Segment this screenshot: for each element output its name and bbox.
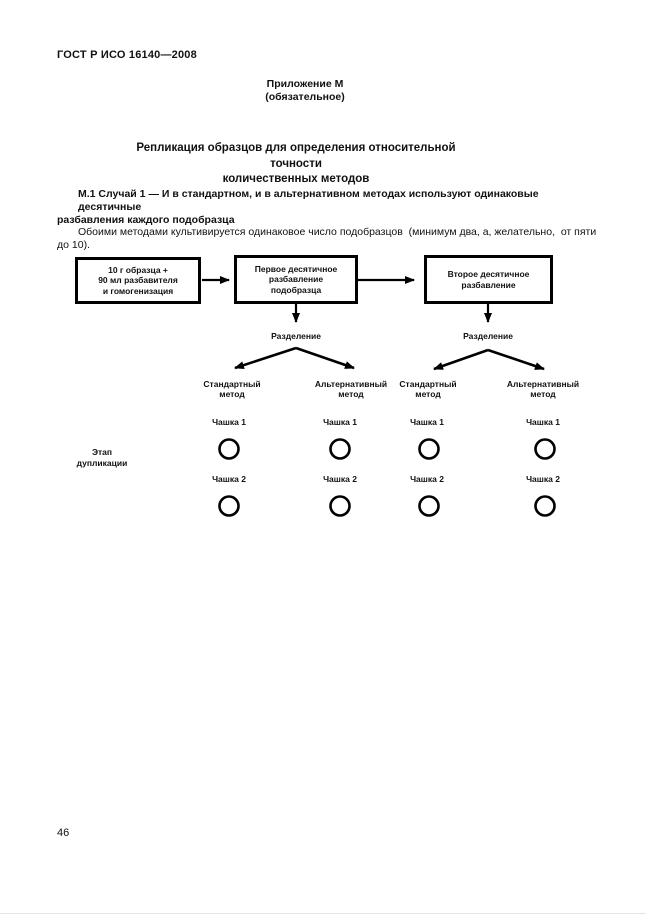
arrow-split1-to-alternative bbox=[295, 346, 355, 370]
plate1-label: Чашка 1 bbox=[212, 417, 246, 427]
doc-number: ГОСТ Р ИСО 16140—2008 bbox=[57, 49, 197, 61]
first-dilution-box: Первое десятичное разбавление подобразца bbox=[234, 255, 358, 304]
petri-dish-icon bbox=[534, 438, 556, 460]
petri-dish-icon bbox=[218, 438, 240, 460]
appendix-title: Приложение М bbox=[266, 78, 344, 90]
petri-dish-icon bbox=[418, 495, 440, 517]
arrow-split2-to-standard bbox=[433, 348, 489, 371]
split-label-1: Разделение bbox=[271, 331, 321, 341]
method-label-standard-2: Стандартный метод bbox=[399, 379, 457, 399]
method-label-alternative-2: Альтернативный метод bbox=[506, 379, 580, 399]
paragraph-m1: М.1 Случай 1 — И в стандартном, и в альт… bbox=[57, 188, 602, 252]
plate2-label: Чашка 2 bbox=[212, 474, 246, 484]
paragraph-m1-heading-line: М.1 Случай 1 — И в стандартном, и в альт… bbox=[78, 188, 542, 213]
petri-dish-icon bbox=[534, 495, 556, 517]
petri-dish-icon bbox=[329, 495, 351, 517]
plate1-label: Чашка 1 bbox=[323, 417, 357, 427]
method-label-alternative-1: Альтернативный метод bbox=[314, 379, 388, 399]
section-title: Репликация образцов для определения отно… bbox=[136, 142, 456, 185]
petri-dish-icon bbox=[418, 438, 440, 460]
duplication-stage-label: Этап дупликации bbox=[76, 447, 128, 468]
plate1-label: Чашка 1 bbox=[526, 417, 560, 427]
paragraph-body-line: Обоими методами культивируется одинаково… bbox=[78, 226, 597, 239]
arrow-split2-to-alternative bbox=[487, 348, 545, 371]
method-label-standard-1: Стандартный метод bbox=[203, 379, 261, 399]
second-dilution-box: Второе десятичное разбавление bbox=[424, 255, 553, 304]
appendix-heading: Приложение М (обязательное) bbox=[265, 78, 345, 104]
paragraph-m1-heading-line: разбавления каждого подобразца bbox=[57, 213, 235, 226]
paragraph-body-line: до 10). bbox=[57, 239, 90, 252]
plate2-label: Чашка 2 bbox=[526, 474, 560, 484]
petri-dish-icon bbox=[218, 495, 240, 517]
petri-dish-icon bbox=[329, 438, 351, 460]
sample-box: 10 г образца + 90 мл разбавителя и гомог… bbox=[75, 257, 201, 304]
page-number: 46 bbox=[57, 827, 70, 839]
plate1-label: Чашка 1 bbox=[410, 417, 444, 427]
plate2-label: Чашка 2 bbox=[410, 474, 444, 484]
appendix-subtitle: (обязательное) bbox=[265, 91, 345, 103]
plate2-label: Чашка 2 bbox=[323, 474, 357, 484]
arrow-split1-to-standard bbox=[234, 346, 297, 370]
split-label-2: Разделение bbox=[463, 331, 513, 341]
